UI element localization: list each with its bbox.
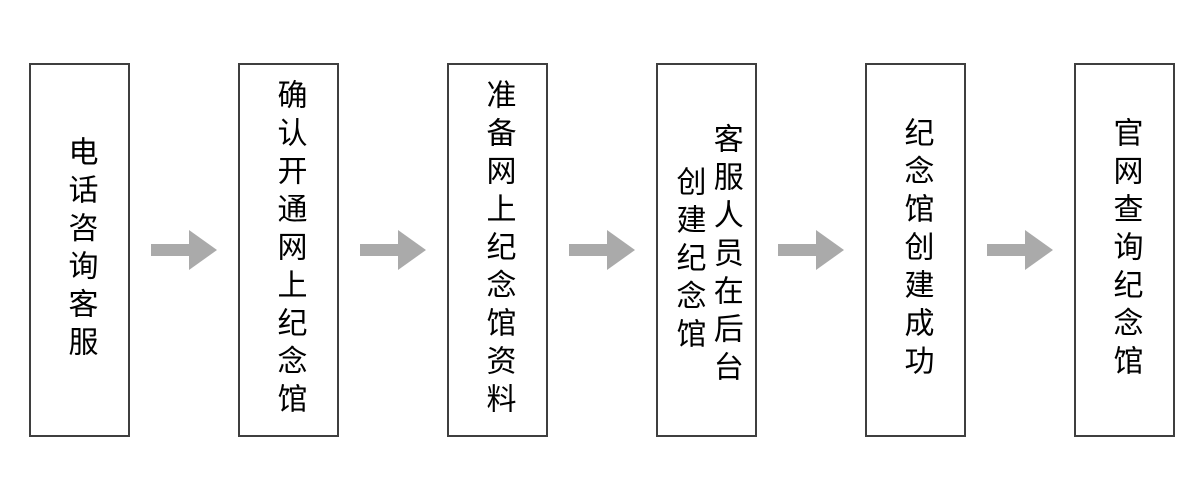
flow-node-step-2[interactable]: 确认开通网上纪念馆 xyxy=(238,63,339,437)
flow-node-6-label: 官网查询纪念馆 xyxy=(1107,117,1143,383)
flow-node-4-column-1: 客服人员在后台 xyxy=(707,123,744,389)
flow-node-step-1[interactable]: 电话咨询客服 xyxy=(29,63,130,437)
flow-node-step-4[interactable]: 客服人员在后台 创建纪念馆 xyxy=(656,63,757,437)
flow-node-step-5[interactable]: 纪念馆创建成功 xyxy=(865,63,966,437)
flow-connector-2-to-3 xyxy=(360,230,426,270)
flow-node-4-label-primary: 客服人员在后台 xyxy=(707,123,743,389)
flow-node-6-column-1: 官网查询纪念馆 xyxy=(1106,65,1144,435)
flow-node-5-column-1: 纪念馆创建成功 xyxy=(897,65,935,435)
flow-connector-5-to-6 xyxy=(987,230,1053,270)
flow-node-3-column-1: 准备网上纪念馆资料 xyxy=(479,65,517,435)
flow-node-2-column-1: 确认开通网上纪念馆 xyxy=(270,65,308,435)
right-arrow-icon xyxy=(987,230,1053,270)
flow-node-3-label: 准备网上纪念馆资料 xyxy=(480,79,516,421)
right-arrow-icon xyxy=(360,230,426,270)
flow-node-step-3[interactable]: 准备网上纪念馆资料 xyxy=(447,63,548,437)
flow-node-2-label: 确认开通网上纪念馆 xyxy=(271,79,307,421)
flow-connector-4-to-5 xyxy=(778,230,844,270)
right-arrow-icon xyxy=(569,230,635,270)
flow-node-1-label: 电话咨询客服 xyxy=(62,136,98,364)
flow-connector-1-to-2 xyxy=(151,230,217,270)
right-arrow-icon xyxy=(778,230,844,270)
flow-node-4-column-2: 创建纪念馆 xyxy=(669,166,706,356)
flow-node-step-6[interactable]: 官网查询纪念馆 xyxy=(1074,63,1175,437)
flow-node-5-label: 纪念馆创建成功 xyxy=(898,117,934,383)
right-arrow-icon xyxy=(151,230,217,270)
flow-connector-3-to-4 xyxy=(569,230,635,270)
flow-node-1-column-1: 电话咨询客服 xyxy=(61,65,99,435)
flow-node-4-label-secondary: 创建纪念馆 xyxy=(670,166,706,356)
